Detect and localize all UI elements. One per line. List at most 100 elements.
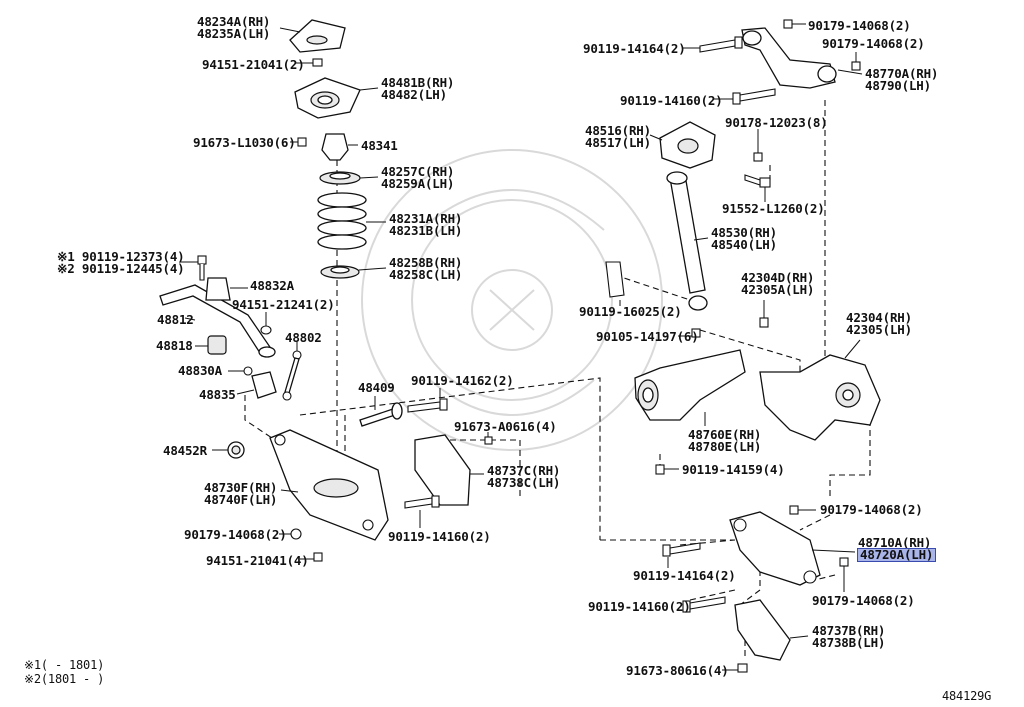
part-label-48257C-line-2[interactable]: 48259A(LH) <box>381 176 455 191</box>
part-label-91673-L1030[interactable]: 91673-L1030(6) <box>193 135 296 150</box>
part-label-90179-14068-d[interactable]: 90179-14068(2) <box>812 593 915 608</box>
nut-90179-14068-b <box>851 52 861 71</box>
part-label-48530-line-1[interactable]: 48530(RH) <box>711 225 777 240</box>
part-label-90105-14197[interactable]: 90105-14197(6) <box>596 329 699 344</box>
bolt-90119-14160 <box>404 495 440 528</box>
part-label-90119-16025[interactable]: 90119-16025(2) <box>579 304 682 319</box>
part-label-90179-14068-b[interactable]: 90179-14068(2) <box>822 36 925 51</box>
part-label-90179-14068-c[interactable]: 90179-14068(2) <box>820 502 923 517</box>
part-label-94151-21041-top[interactable]: 94151-21041(2) <box>202 57 305 72</box>
part-label-48737C-line-1[interactable]: 48737C(RH) <box>487 463 561 478</box>
part-label-90119-14160-mid[interactable]: 90119-14160(2) <box>388 529 491 544</box>
part-label-48481B-line-2[interactable]: 48482(LH) <box>381 87 447 102</box>
bolt-91673-A0616 <box>484 432 493 445</box>
shock-absorber-48530 <box>666 171 709 311</box>
part-label-90178-12023[interactable]: 90178-12023(8) <box>725 115 828 130</box>
part-label-90119-14162[interactable]: 90119-14162(2) <box>411 373 514 388</box>
bolt-90119-12373 <box>180 255 207 281</box>
footnote-1-mark: ※1 <box>24 658 41 672</box>
bolt-48409 <box>359 396 403 427</box>
trailing-arm-48760E <box>634 349 746 426</box>
part-label-48258B-line-1[interactable]: 48258B(RH) <box>389 255 463 270</box>
part-label-94151-21241[interactable]: 94151-21241(2) <box>232 297 335 312</box>
bolt-90119-14162 <box>407 388 448 413</box>
nut-90179-14068 <box>279 528 302 540</box>
bolt-90119-14160-top <box>713 88 776 105</box>
part-label-48516-line-1[interactable]: 48516(RH) <box>585 123 651 138</box>
part-label-48530-line-2[interactable]: 48540(LH) <box>711 237 777 252</box>
bolt-90119-14164-bot <box>662 542 701 568</box>
nut-94151-21041 <box>296 58 323 67</box>
diagram-id: 484129G <box>942 689 992 703</box>
nut-90179-14068-d <box>839 557 849 592</box>
part-label-48481B-line-1[interactable]: 48481B(RH) <box>381 75 455 90</box>
bolt-90119-14164 <box>683 36 743 53</box>
part-label-48258B-line-2[interactable]: 48258C(LH) <box>389 267 463 282</box>
part-label-48818[interactable]: 48818 <box>156 338 193 353</box>
part-label-42304-line-1[interactable]: 42304(RH) <box>846 310 912 325</box>
part-label-48234A-line-2[interactable]: 48235A(LH) <box>197 26 271 41</box>
part-label-48812[interactable]: 48812 <box>157 312 194 327</box>
part-label-42304D-line-2[interactable]: 42305A(LH) <box>741 282 815 297</box>
part-label-48802[interactable]: 48802 <box>285 330 322 345</box>
part-label-90119-14164-bot[interactable]: 90119-14164(2) <box>633 568 736 583</box>
part-label-91673-A0616[interactable]: 91673-A0616(4) <box>454 419 557 434</box>
part-label-48770A-line-1[interactable]: 48770A(RH) <box>865 66 939 81</box>
nut-90178-12023 <box>753 129 763 162</box>
part-label-48737B-line-1[interactable]: 48737B(RH) <box>812 623 886 638</box>
part-label-48832A[interactable]: 48832A <box>250 278 294 293</box>
part-label-48231A-line-2[interactable]: 48231B(LH) <box>389 223 463 238</box>
part-label-90119-12373-line-2[interactable]: ※2 90119-12445(4) <box>57 261 185 276</box>
part-label-90179-14068-a[interactable]: 90179-14068(2) <box>808 18 911 33</box>
lower-arm-48730F <box>269 429 389 541</box>
part-label-48234A-line-1[interactable]: 48234A(RH) <box>197 14 271 29</box>
cover-48737B <box>734 599 809 661</box>
bolt-91673-80616 <box>722 663 748 673</box>
part-label-48730F-line-1[interactable]: 48730F(RH) <box>204 480 278 495</box>
part-label-94151-21041-bot[interactable]: 94151-21041(4) <box>206 553 309 568</box>
part-label-48760E-line-1[interactable]: 48760E(RH) <box>688 427 762 442</box>
part-label-48835[interactable]: 48835 <box>199 387 236 402</box>
spring-mount-48481B <box>294 77 379 119</box>
part-label-48710A-line-1[interactable]: 48710A(RH) <box>858 535 932 550</box>
part-label-90119-14164-top[interactable]: 90119-14164(2) <box>583 41 686 56</box>
bump-stop-48341 <box>321 133 358 161</box>
part-label-48737C-line-2[interactable]: 48738C(LH) <box>487 475 561 490</box>
part-label-48830A[interactable]: 48830A <box>178 363 222 378</box>
part-label-90119-14159[interactable]: 90119-14159(4) <box>682 462 785 477</box>
bracket-48835 <box>236 371 277 399</box>
part-label-48452R[interactable]: 48452R <box>163 443 207 458</box>
footnote-1-range: ( - 1801) <box>40 658 105 672</box>
bolt-91552-L1260 <box>744 174 771 202</box>
part-label-91552-L1260[interactable]: 91552-L1260(2) <box>722 201 825 216</box>
bushing-48452R <box>212 441 245 459</box>
nut-94151-21241 <box>260 312 272 335</box>
part-label-48730F-line-2[interactable]: 48740F(LH) <box>204 492 278 507</box>
nut-90179-14068-c <box>789 505 816 515</box>
nut-94151-21041-lower <box>300 552 323 562</box>
lower-arm-48710A <box>729 511 856 586</box>
spring-seat-48257C <box>319 171 379 185</box>
part-label-48341[interactable]: 48341 <box>361 138 398 153</box>
part-label-48516-line-2[interactable]: 48517(LH) <box>585 135 651 150</box>
part-label-42304D-line-1[interactable]: 42304D(RH) <box>741 270 815 285</box>
part-label-48231A-line-1[interactable]: 48231A(RH) <box>389 211 463 226</box>
watermark-logo <box>361 149 663 451</box>
part-label-91673-80616[interactable]: 91673-80616(4) <box>626 663 729 678</box>
part-label-90119-12373-line-1[interactable]: ※1 90119-12373(4) <box>57 249 185 264</box>
nut-90179-14068-a <box>783 19 806 29</box>
part-label-48710A-line-2[interactable]: 48720A(LH) <box>856 547 937 562</box>
footnote-2-mark: ※2 <box>24 672 41 686</box>
part-label-48737B-line-2[interactable]: 48738B(LH) <box>812 635 886 650</box>
knuckle-42304 <box>759 339 881 441</box>
part-label-48257C-line-1[interactable]: 48257C(RH) <box>381 164 455 179</box>
stabilizer-link-48802 <box>282 342 302 401</box>
part-label-90179-14068-left[interactable]: 90179-14068(2) <box>184 527 287 542</box>
part-label-90119-14160-top[interactable]: 90119-14160(2) <box>620 93 723 108</box>
part-label-48760E-line-2[interactable]: 48780E(LH) <box>688 439 762 454</box>
part-label-48409[interactable]: 48409 <box>358 380 395 395</box>
part-label-90119-14160-bot[interactable]: 90119-14160(2) <box>588 599 691 614</box>
part-label-42304-line-2[interactable]: 42305(LH) <box>846 322 912 337</box>
part-label-48770A-line-2[interactable]: 48790(LH) <box>865 78 931 93</box>
